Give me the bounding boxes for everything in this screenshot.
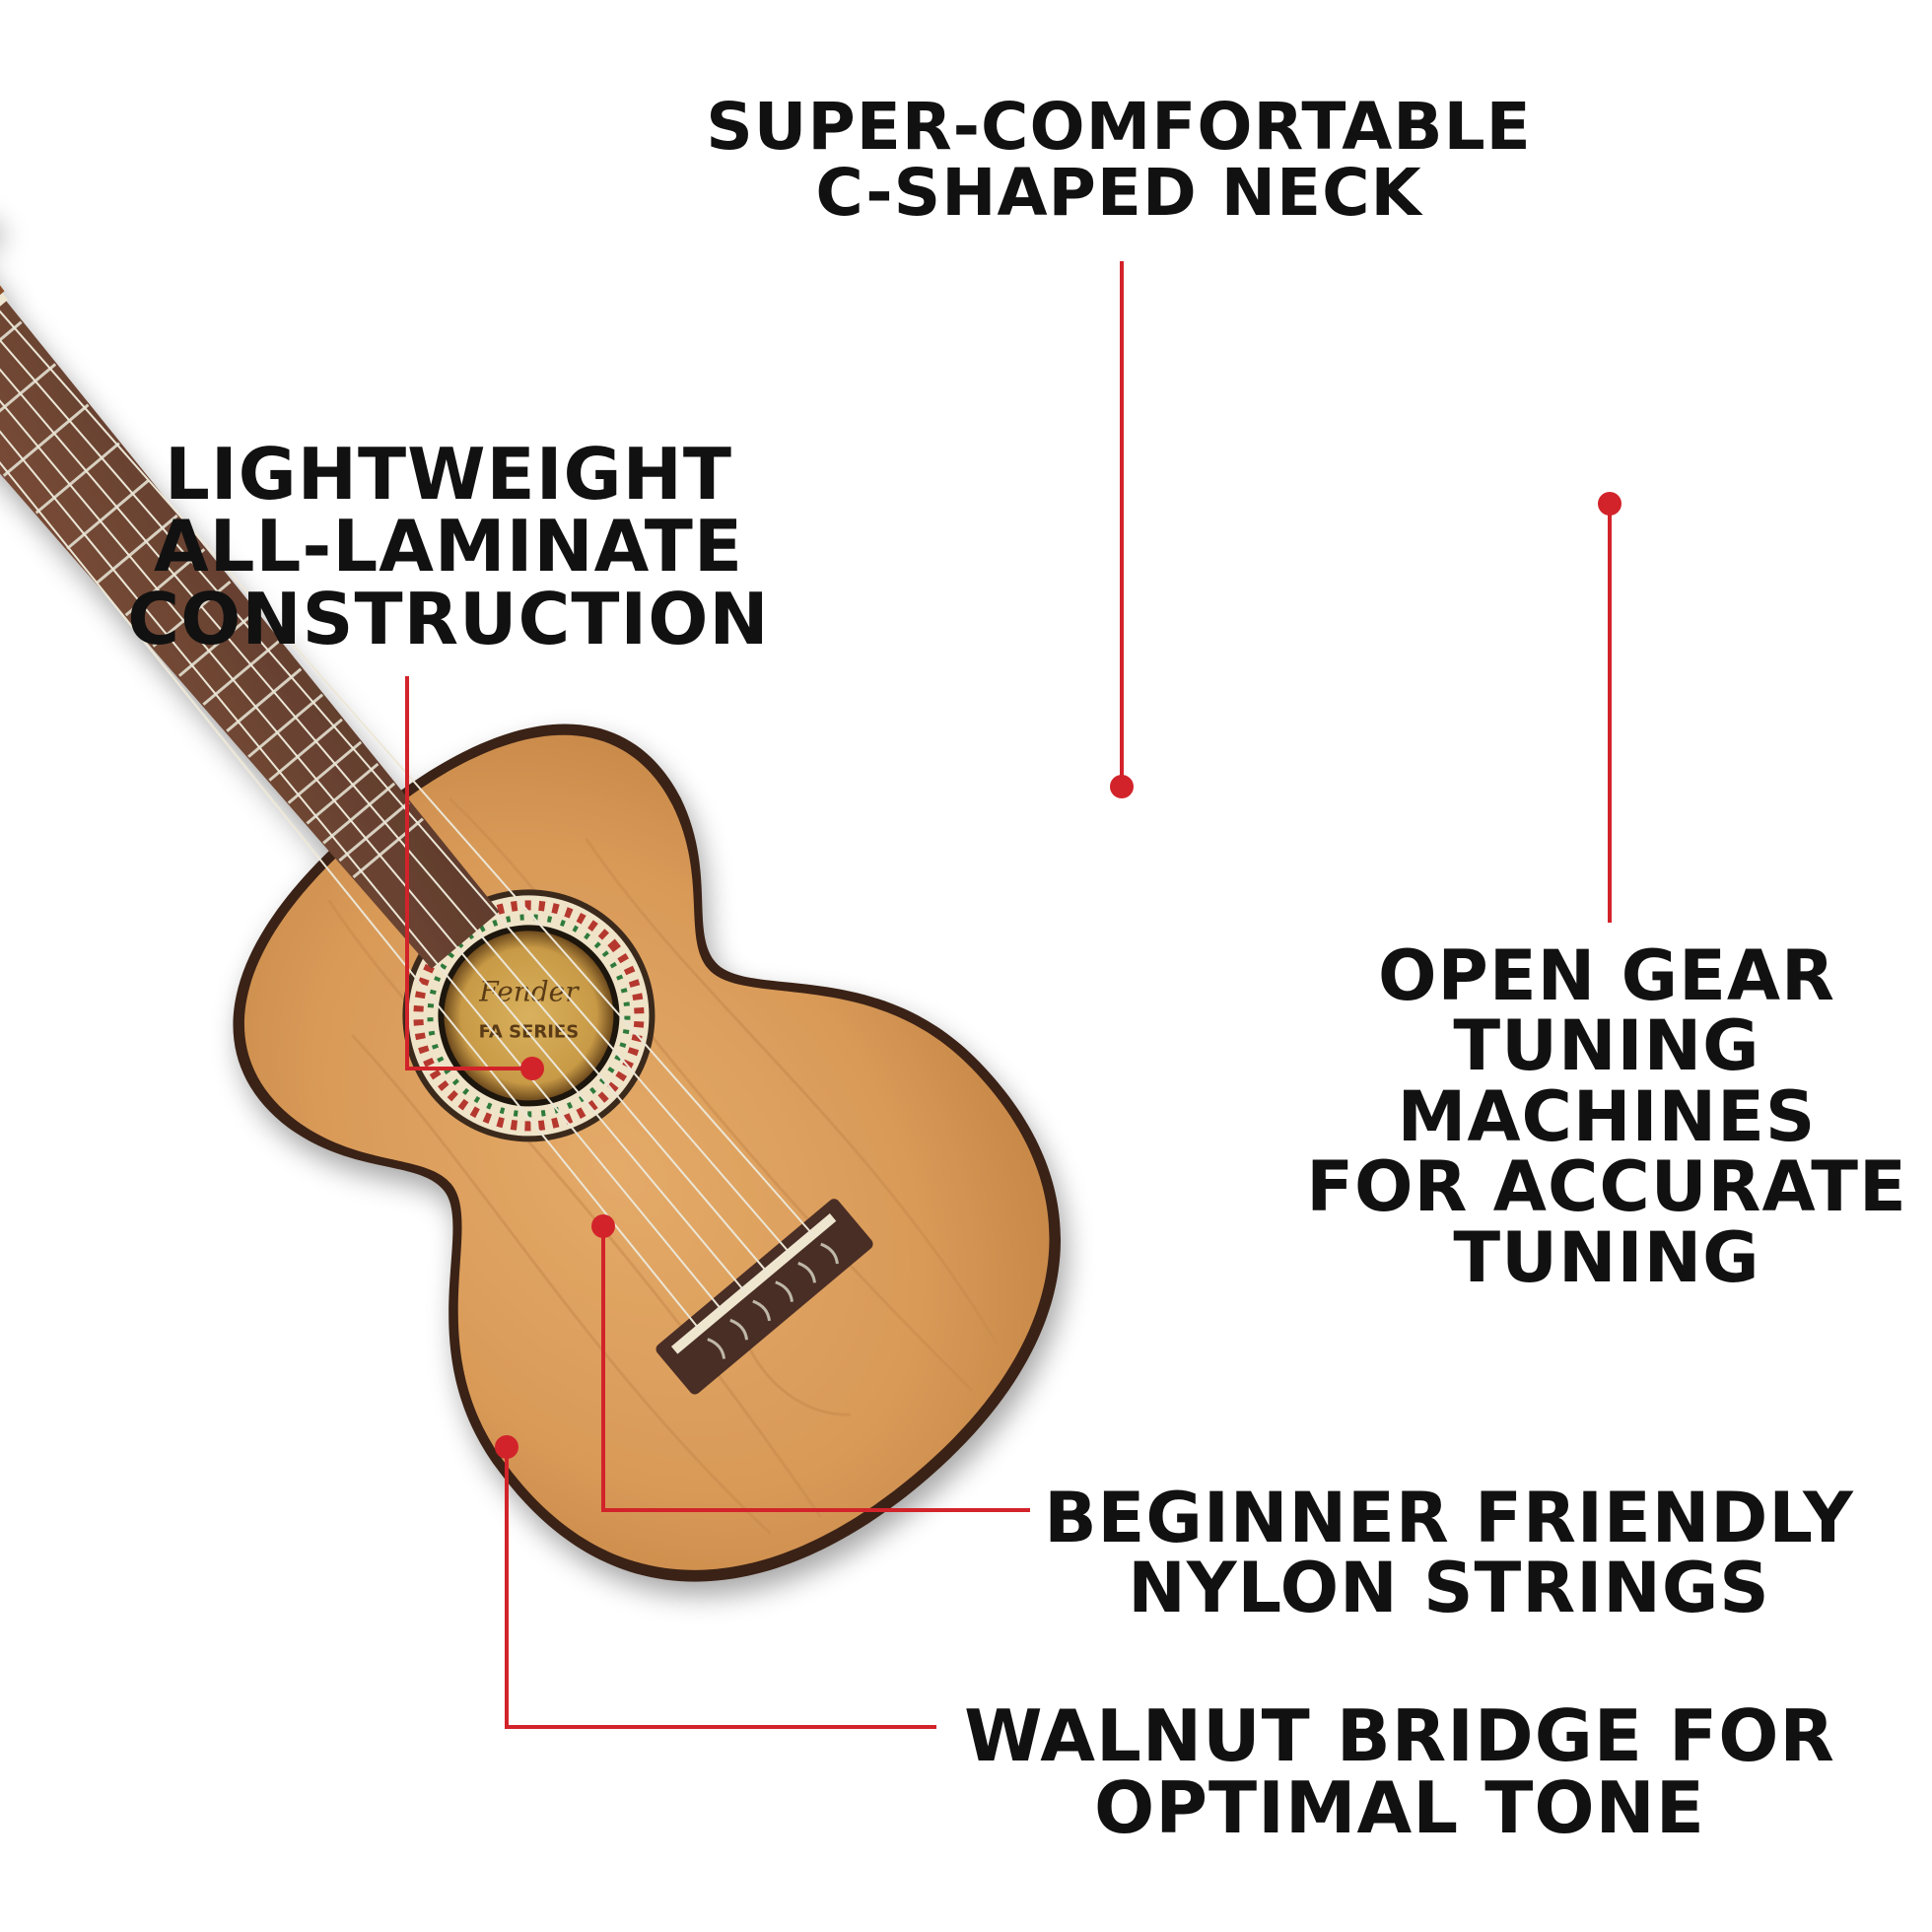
laminate-callout-line (405, 676, 532, 1070)
laminate-callout-dot (520, 1057, 544, 1080)
callout-strings-line-2: NYLON STRINGS (1128, 1548, 1770, 1629)
callout-bridge-line-1: WALNUT BRIDGE FOR (964, 1694, 1835, 1777)
callout-tuners-line-2: TUNING (1453, 1005, 1760, 1087)
callout-tuners-line-5: TUNING (1453, 1216, 1760, 1298)
callout-neck-line-1: SUPER-COMFORTABLE (706, 89, 1532, 165)
bridge-callout-line (505, 1447, 936, 1729)
nylon-strings (0, 303, 814, 1332)
callout-bridge-label: WALNUT BRIDGE FOR OPTIMAL TONE (907, 1694, 1893, 1850)
callout-laminate-line-1: LIGHTWEIGHT (165, 433, 732, 516)
callout-tuners-line-1: OPEN GEAR (1378, 935, 1835, 1016)
callout-tuners-line-4: FOR ACCURATE (1306, 1146, 1907, 1228)
callout-laminate-line-3: CONSTRUCTION (127, 577, 770, 660)
fretboard (0, 290, 500, 969)
tuners-callout-dot (1598, 492, 1622, 516)
callout-neck-line-2: C-SHAPED NECK (815, 155, 1422, 232)
callout-lines (405, 261, 1612, 1729)
callout-laminate-label: LIGHTWEIGHT ALL-LAMINATE CONSTRUCTION (59, 433, 838, 660)
bridge-callout-dot (495, 1435, 518, 1459)
soundhole (444, 931, 614, 1101)
neck-callout-dot (1110, 775, 1134, 798)
callout-dots (495, 492, 1622, 1459)
callout-strings-label: BEGINNER FRIENDLY NYLON STRINGS (986, 1478, 1912, 1629)
strings-callout-dot (591, 1214, 615, 1238)
walnut-bridge (656, 1199, 873, 1395)
strings-callout-line (601, 1226, 1030, 1512)
callout-bridge-line-2: OPTIMAL TONE (1094, 1766, 1705, 1850)
callout-neck-label: SUPER-COMFORTABLE C-SHAPED NECK (591, 94, 1646, 227)
guitar-body: Fender FA SERIES (0, 81, 1061, 1582)
callout-tuners-label: OPEN GEAR TUNING MACHINES FOR ACCURATE T… (1281, 935, 1932, 1298)
callout-strings-line-1: BEGINNER FRIENDLY (1044, 1478, 1854, 1558)
callout-laminate-line-2: ALL-LAMINATE (153, 505, 744, 588)
callout-tuners-line-3: MACHINES (1397, 1075, 1817, 1157)
